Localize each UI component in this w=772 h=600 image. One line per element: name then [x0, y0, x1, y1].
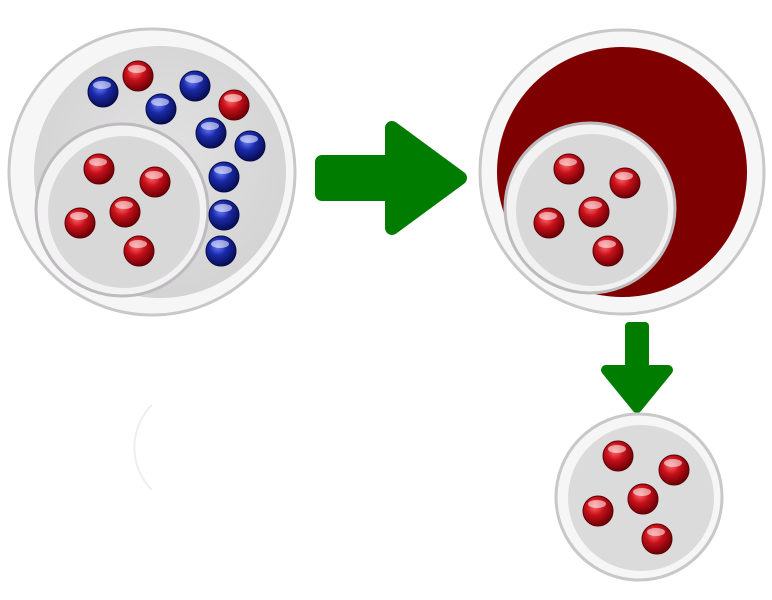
red-sphere-icon — [602, 440, 634, 472]
blue-sphere-icon — [208, 161, 240, 193]
arrow-down-icon — [601, 322, 673, 413]
red-sphere-icon — [609, 167, 641, 199]
arrow-right-icon — [315, 121, 467, 235]
blue-sphere-icon — [195, 117, 227, 149]
faint-arc — [133, 404, 153, 491]
red-sphere-icon — [109, 196, 141, 228]
red-sphere-icon — [533, 207, 565, 239]
red-sphere-icon — [658, 454, 690, 486]
red-sphere-icon — [592, 235, 624, 267]
mixed-dish — [7, 27, 297, 317]
red-sphere-icon — [139, 166, 171, 198]
red-sphere-icon — [218, 89, 250, 121]
red-sphere-icon — [64, 207, 96, 239]
isolated-dish-balls — [582, 440, 690, 555]
blue-sphere-icon — [234, 130, 266, 162]
red-sphere-icon — [122, 60, 154, 92]
isolated-dish — [554, 412, 724, 582]
separated-dish-balls — [533, 153, 641, 267]
blue-sphere-icon — [205, 235, 237, 267]
red-sphere-icon — [83, 153, 115, 185]
blue-sphere-icon — [87, 76, 119, 108]
red-sphere-icon — [641, 523, 673, 555]
red-sphere-icon — [582, 495, 614, 527]
red-sphere-icon — [627, 483, 659, 515]
separated-dish — [478, 28, 766, 316]
red-sphere-icon — [553, 153, 585, 185]
red-sphere-icon — [123, 235, 155, 267]
blue-sphere-icon — [208, 199, 240, 231]
mixed-dish-balls — [64, 60, 266, 267]
red-sphere-icon — [578, 196, 610, 228]
blue-sphere-icon — [179, 70, 211, 102]
blue-sphere-icon — [145, 93, 177, 125]
